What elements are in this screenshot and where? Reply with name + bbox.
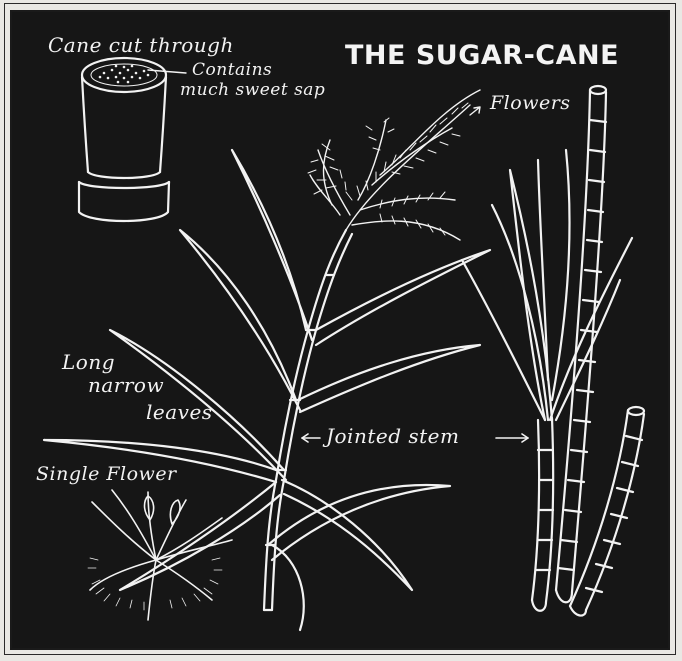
single-flower-drawing [90,490,232,620]
label-jointed-stem: Jointed stem [326,424,459,448]
label-narrow: narrow [88,373,164,397]
label-single-flower: Single Flower [36,463,177,485]
flower-plume [310,90,480,240]
label-sweet-sap: much sweet sap [180,80,325,100]
pointer-line [148,70,186,73]
label-long: Long [62,350,115,374]
label-cane-cut: Cane cut through [48,33,234,57]
cane-section [79,58,169,221]
flowers-pointer [470,107,480,115]
diagram-title: THE SUGAR-CANE [345,40,619,71]
label-leaves: leaves [146,400,213,424]
label-flowers: Flowers [490,92,571,114]
cane-stalks [462,86,644,616]
plume-feathers [308,103,468,235]
label-contains: Contains [192,60,272,80]
cane-pith-dots [99,65,150,84]
